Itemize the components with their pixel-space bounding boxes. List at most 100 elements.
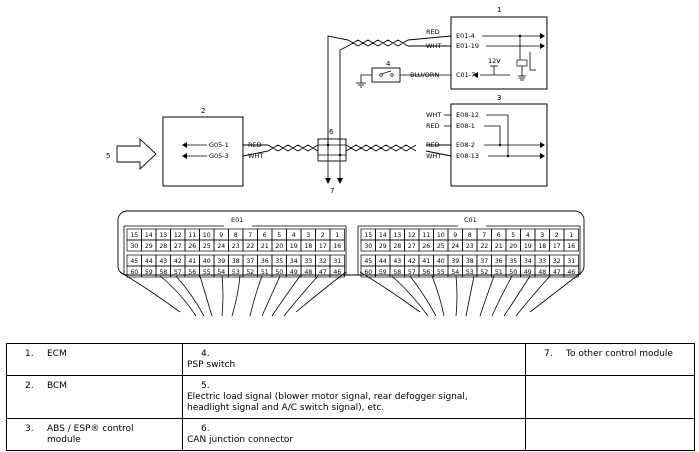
legend-text: PSP switch bbox=[187, 360, 236, 370]
connector-e01-pin-label: 58 bbox=[159, 269, 167, 276]
legend-text: To other control module bbox=[566, 349, 673, 359]
can-junction-connector bbox=[317, 138, 347, 162]
connector-e01-pin-label: 48 bbox=[304, 269, 312, 276]
psp-terminal: C01-7 bbox=[456, 71, 475, 79]
connector-c01-pin-label: 11 bbox=[422, 232, 430, 239]
connector-c01-pin-label: 46 bbox=[567, 269, 575, 276]
connector-c01-pin-label: 49 bbox=[524, 269, 532, 276]
ecm-box bbox=[450, 16, 548, 90]
connector-c01-pin-label: 12 bbox=[408, 232, 416, 239]
abs-red-terminal: E08-1 bbox=[456, 122, 475, 130]
legend-cell: 2.BCM bbox=[6, 375, 183, 419]
connector-e01-frame bbox=[123, 225, 347, 275]
connector-e01-pin-label: 21 bbox=[261, 243, 269, 250]
connector-e01-pin-label: 30 bbox=[130, 243, 138, 250]
connector-e01-pin-label: 60 bbox=[130, 269, 138, 276]
legend-table: 1.ECM 4.PSP switch 7.To other control mo… bbox=[6, 343, 695, 451]
connector-c01-pin-label: 29 bbox=[379, 243, 387, 250]
connector-c01-pin-label: 40 bbox=[437, 258, 445, 265]
connector-c01-pin-label: 32 bbox=[553, 258, 561, 265]
connector-c01-pin-label: 18 bbox=[538, 243, 546, 250]
connector-e01-pin-label: 41 bbox=[188, 258, 196, 265]
connector-e01-pin-label: 38 bbox=[232, 258, 240, 265]
connector-c01-pin-label: 37 bbox=[480, 258, 488, 265]
connector-c01-pin-label: 52 bbox=[480, 269, 488, 276]
abs-red2-terminal: E08-2 bbox=[456, 141, 475, 149]
connector-e01-pin-label: 59 bbox=[145, 269, 153, 276]
connector-e01-pin-label: 54 bbox=[217, 269, 225, 276]
connector-c01-frame bbox=[357, 225, 581, 275]
legend-text: ECM bbox=[47, 349, 67, 359]
connector-c01-harness bbox=[359, 271, 583, 317]
connector-c01-pin-label: 8 bbox=[468, 232, 472, 239]
legend-cell: 7. To other control module bbox=[525, 343, 695, 376]
bcm-box bbox=[162, 116, 244, 187]
connector-e01-pin-label: 24 bbox=[217, 243, 225, 250]
callout-2: 2 bbox=[201, 107, 205, 115]
connector-e01-pin-label: 46 bbox=[333, 269, 341, 276]
connector-e01-pin-label: 49 bbox=[290, 269, 298, 276]
connector-c01-pin-label: 5 bbox=[511, 232, 515, 239]
connector-c01-pin-label: 33 bbox=[538, 258, 546, 265]
legend-row: 3.ABS / ESP® control module 6.CAN juncti… bbox=[6, 418, 695, 451]
connector-e01-body bbox=[117, 210, 585, 276]
bcm-twisted-pair bbox=[267, 144, 319, 152]
connector-c01-pin-label: 3 bbox=[540, 232, 544, 239]
connector-c01-pin-label: 28 bbox=[393, 243, 401, 250]
legend-number: 2. bbox=[25, 381, 34, 391]
connector-e01-pin-label: 16 bbox=[333, 243, 341, 250]
legend-text: ABS / ESP® control module bbox=[47, 424, 134, 445]
connector-c01-pin-label: 13 bbox=[393, 232, 401, 239]
connector-e01-pin-label: 14 bbox=[145, 232, 153, 239]
connector-e01-pin-label: 17 bbox=[319, 243, 327, 250]
connector-e01-title: E01 bbox=[231, 216, 243, 224]
connector-e01-pin-label: 18 bbox=[304, 243, 312, 250]
legend-number: 3. bbox=[25, 424, 34, 434]
legend-number: 7. bbox=[544, 349, 553, 359]
connector-e01-pin-label: 50 bbox=[275, 269, 283, 276]
connector-c01-pin-label: 43 bbox=[393, 258, 401, 265]
legend-cell: 4.PSP switch bbox=[182, 343, 526, 376]
connector-c01-pin-label: 41 bbox=[422, 258, 430, 265]
legend-text: Electric load signal (blower motor signa… bbox=[187, 392, 468, 413]
electric-load-signal-arrow bbox=[116, 137, 157, 171]
connector-c01-pin-label: 58 bbox=[393, 269, 401, 276]
connector-e01-pin-label: 32 bbox=[319, 258, 327, 265]
connector-e01-pin-label: 33 bbox=[304, 258, 312, 265]
connector-e01-pin-cell bbox=[329, 239, 345, 252]
connector-c01-title: C01 bbox=[464, 216, 477, 224]
psp-switch-box bbox=[371, 67, 401, 83]
psp-wire-label: BLU/ORN bbox=[410, 71, 439, 79]
connector-c01-pin-label: 42 bbox=[408, 258, 416, 265]
connector-c01-pin-label: 4 bbox=[526, 232, 530, 239]
connector-c01-pin-label: 59 bbox=[379, 269, 387, 276]
callout-7: 7 bbox=[330, 187, 334, 195]
callout-6: 6 bbox=[329, 128, 334, 136]
connector-c01-pin-label: 21 bbox=[495, 243, 503, 250]
connector-c01-pin-label: 15 bbox=[364, 232, 372, 239]
connector-c01-pin-label: 2 bbox=[555, 232, 559, 239]
legend-number: 5. bbox=[201, 381, 210, 391]
connector-e01-pin-label: 29 bbox=[145, 243, 153, 250]
abs-wht-terminal: E08-12 bbox=[456, 111, 479, 119]
connector-c01-pin-label: 56 bbox=[422, 269, 430, 276]
connector-e01-pin-label: 39 bbox=[217, 258, 225, 265]
abs-wht2-label: WHT bbox=[426, 152, 441, 160]
connector-c01-pin-label: 26 bbox=[422, 243, 430, 250]
connector-c01-pin-label: 17 bbox=[553, 243, 561, 250]
connector-c01-pin-label: 47 bbox=[553, 269, 561, 276]
connector-c01-pin-label: 30 bbox=[364, 243, 372, 250]
connector-e01-pin-label: 4 bbox=[292, 232, 296, 239]
connector-e01-pin-label: 9 bbox=[219, 232, 223, 239]
bcm-wht-terminal: G05-3 bbox=[209, 152, 229, 160]
legend-cell bbox=[525, 375, 695, 419]
callout-3: 3 bbox=[497, 94, 501, 102]
connector-c01-pin-label: 35 bbox=[509, 258, 517, 265]
ecm-wht-terminal: E01-19 bbox=[456, 42, 479, 50]
connector-e01-harness bbox=[119, 271, 347, 317]
connector-c01-pin-label: 51 bbox=[495, 269, 503, 276]
ecm-red-terminal: E01-4 bbox=[456, 32, 475, 40]
legend-number: 6. bbox=[201, 424, 210, 434]
legend-number: 4. bbox=[201, 349, 210, 359]
